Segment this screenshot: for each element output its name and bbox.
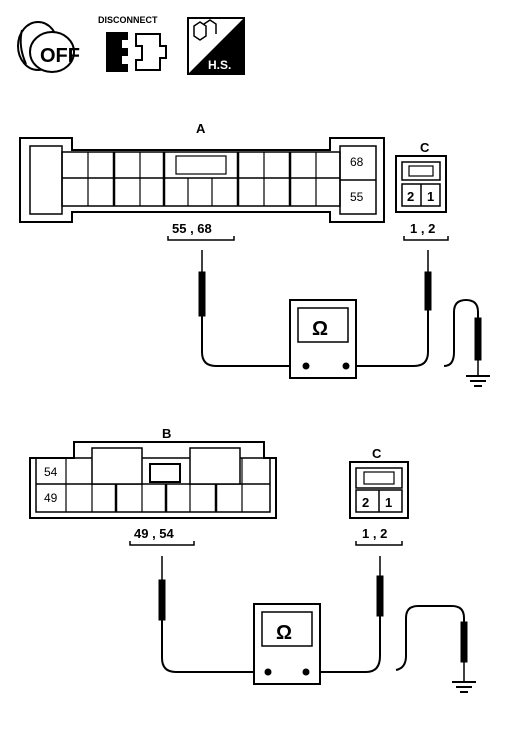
connector-a: A 68 55 [19, 121, 385, 223]
ohmmeter-b-symbol: Ω [276, 622, 292, 644]
connector-c-top-label: C [420, 140, 430, 155]
key-off-text: OFF [40, 45, 80, 67]
connector-c-bottom: C 2 1 [349, 446, 409, 519]
probe-wires-a [198, 250, 432, 367]
ohmmeter-b: Ω [253, 603, 321, 685]
connector-c-bottom-pin-left: 2 [362, 495, 369, 510]
terminals-c-top-label: 1 , 2 [410, 221, 435, 236]
disconnect-icon-group: DISCONNECT [98, 15, 167, 72]
connector-b-label: B [162, 426, 171, 441]
terminals-a-label: 55 , 68 [172, 221, 212, 236]
ignition-key-off-icon: OFF [17, 21, 80, 73]
terminal-bracket-a: 55 , 68 1 , 2 [167, 221, 449, 241]
connector-c-bottom-pin-right: 1 [385, 495, 392, 510]
harness-side-icon: H.S. [187, 17, 245, 75]
connector-a-label: A [196, 121, 206, 136]
ground-symbol-b [452, 681, 476, 693]
connector-b: B 54 49 [29, 426, 277, 519]
ground-lead-b [395, 605, 476, 693]
terminal-bracket-b: 49 , 54 1 , 2 [129, 526, 403, 546]
connector-b-pin-top: 54 [44, 465, 58, 479]
connector-c-top-pin-right: 1 [427, 189, 434, 204]
terminals-c-bottom-label: 1 , 2 [362, 526, 387, 541]
ground-lead-a [443, 298, 490, 387]
disconnect-connector-icon [106, 32, 167, 72]
connector-c-top-pin-left: 2 [407, 189, 414, 204]
connector-a-pin-top: 68 [350, 155, 364, 169]
terminals-b-label: 49 , 54 [134, 526, 175, 541]
connector-c-top: C 2 1 [395, 140, 447, 213]
connector-b-pin-bottom: 49 [44, 491, 58, 505]
ohmmeter-a: Ω [289, 299, 357, 379]
disconnect-label: DISCONNECT [98, 15, 158, 25]
probe-wires-b [158, 556, 384, 673]
connector-a-pin-bottom: 55 [350, 190, 364, 204]
connector-c-bottom-label: C [372, 446, 382, 461]
ground-symbol-a [466, 375, 490, 387]
ohmmeter-a-symbol: Ω [312, 318, 328, 340]
harness-side-text: H.S. [208, 58, 231, 72]
